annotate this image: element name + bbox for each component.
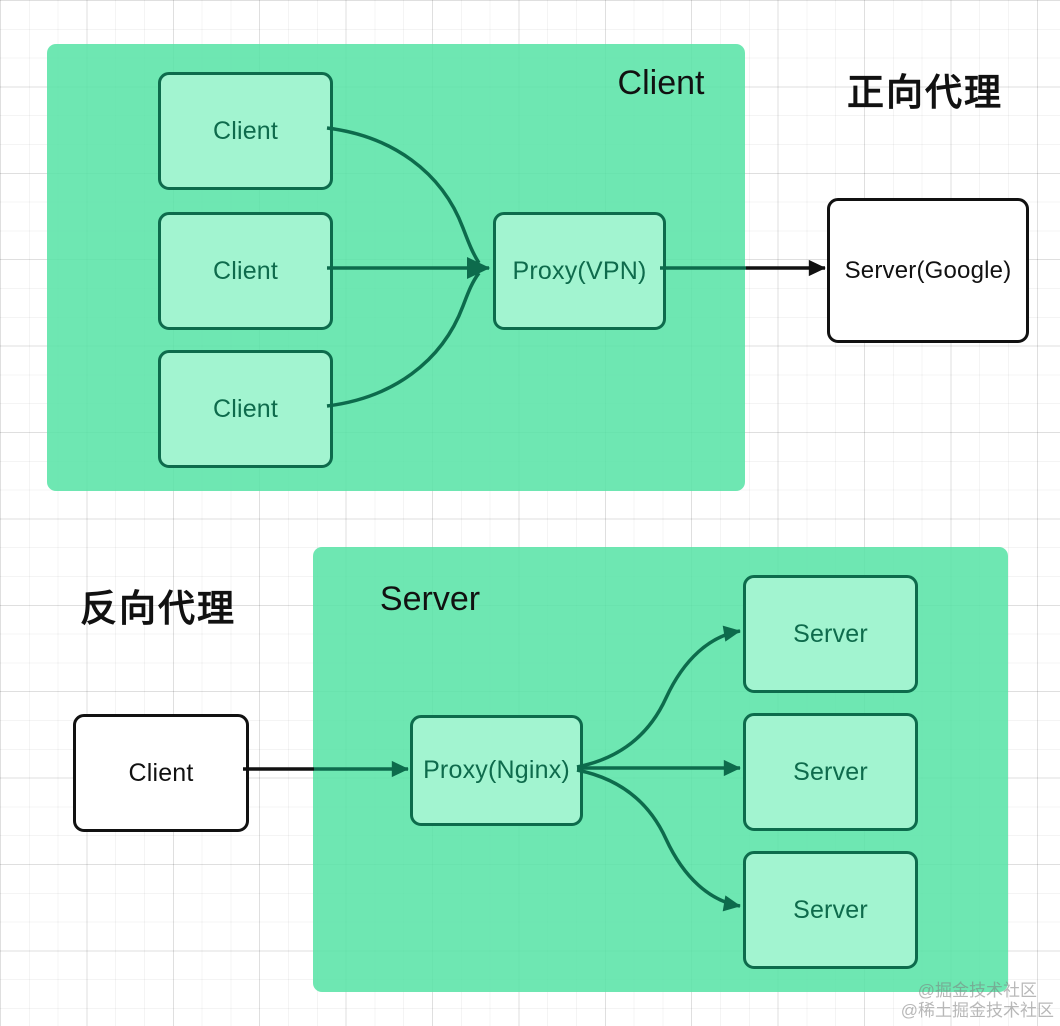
client-box-3: Client <box>158 350 333 468</box>
watermark-line-1: @掘金技术社区 <box>917 981 1037 1000</box>
reverse-client-box: Client <box>73 714 249 832</box>
server-box-3: Server <box>743 851 918 969</box>
proxy-nginx-box: Proxy(Nginx) <box>410 715 583 826</box>
client-box-2: Client <box>158 212 333 330</box>
forward-proxy-title: 正向代理 <box>847 72 1003 113</box>
server-box-1: Server <box>743 575 918 693</box>
reverse-proxy-title: 反向代理 <box>80 588 236 629</box>
watermark-line-2: @稀土掘金技术社区 <box>900 1001 1054 1020</box>
server-google-box: Server(Google) <box>827 198 1029 343</box>
proxy-vpn-box: Proxy(VPN) <box>493 212 666 330</box>
client-box-1: Client <box>158 72 333 190</box>
server-box-2: Server <box>743 713 918 831</box>
forward-region-label: Client <box>617 64 705 102</box>
reverse-region-label: Server <box>379 580 481 618</box>
